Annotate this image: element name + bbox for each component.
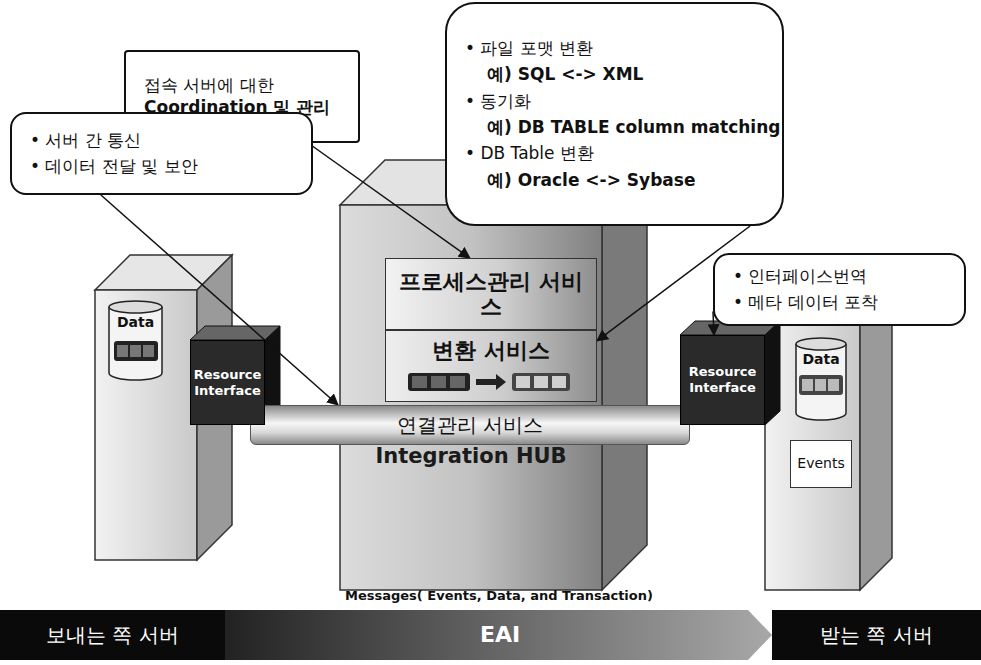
node-text: 보내는 쪽 서버 [46, 623, 179, 648]
node-text: • DB Table 변환 [465, 140, 594, 166]
cylinder-body [109, 307, 162, 380]
leader-arrow [101, 195, 338, 405]
eai-arrow [225, 610, 772, 660]
service-box: 변환 서비스 [385, 330, 597, 402]
node-text: Data [117, 314, 154, 332]
receiver-server-part [860, 283, 892, 590]
node-text: 예) SQL <-> XML [465, 61, 643, 87]
node-text: • 동기화 [465, 88, 531, 114]
interface-box: Resource Interface [190, 340, 265, 425]
sender-interface-block-part [190, 326, 280, 340]
data-cylinder: Data [108, 300, 163, 380]
sender-server-part [95, 290, 197, 560]
service-box: 프로세스관리 서비스 [385, 258, 597, 330]
cylinder-body [796, 344, 846, 420]
node-text: • 메타 데이터 포착 [733, 290, 878, 316]
caption-label: Messages( Events, Data, and Transaction) [345, 588, 653, 603]
band-box: 받는 쪽 서버 [772, 610, 981, 660]
receiver-interface-block [680, 321, 780, 425]
hub-cube-part [340, 205, 602, 590]
node-text: Integration HUB [375, 443, 566, 469]
hub-box: 프로세스관리 서비스변환 서비스 Integration HUB [340, 205, 602, 590]
cylinder-outline [108, 300, 163, 380]
node-text: 접속 서버에 대한 [144, 75, 274, 96]
node-text: • 파일 포맷 변환 [465, 35, 593, 61]
node-text: • 서버 간 통신 [30, 128, 141, 154]
callout-box: • 서버 간 통신• 데이터 전달 및 보안 [10, 112, 313, 195]
band-box: 보내는 쪽 서버 [0, 610, 225, 660]
node-text: Events [797, 455, 844, 473]
node-text: Resource Interface [684, 364, 761, 395]
cylinder-top [796, 338, 846, 350]
callout-box: • 파일 포맷 변환예) SQL <-> XML• 동기화예) DB TABLE… [445, 2, 784, 226]
node-text: 연결관리 서비스 [397, 413, 543, 438]
callout-box: • 인터페이스번역• 메타 데이터 포착 [713, 253, 966, 326]
node-text: • 인터페이스번역 [733, 264, 867, 290]
data-cylinder: Data [795, 337, 847, 420]
node-text: • 데이터 전달 및 보안 [30, 154, 198, 180]
receiver-server-part [765, 315, 860, 590]
interface-box: Resource Interface [680, 335, 765, 425]
node-text: EAI [480, 621, 520, 649]
cylinder-outline [795, 337, 847, 420]
cylinder-top [109, 301, 162, 313]
node-text: 받는 쪽 서버 [820, 623, 933, 648]
node-text: 프로세스관리 서비스 [394, 269, 588, 320]
node-text: Resource Interface [194, 367, 262, 398]
band-arrow: EAI [330, 610, 670, 660]
receiver-interface-block-part [765, 321, 780, 425]
receiver-server [765, 283, 892, 590]
node-text: 예) DB TABLE column matching [465, 114, 780, 140]
events-box: Events [790, 440, 852, 488]
node-text: 예) Oracle <-> Sybase [465, 167, 695, 193]
connection-pipe: 연결관리 서비스 [250, 405, 690, 445]
node-text: Data [802, 351, 839, 369]
node-text: 변환 서비스 [432, 337, 550, 365]
